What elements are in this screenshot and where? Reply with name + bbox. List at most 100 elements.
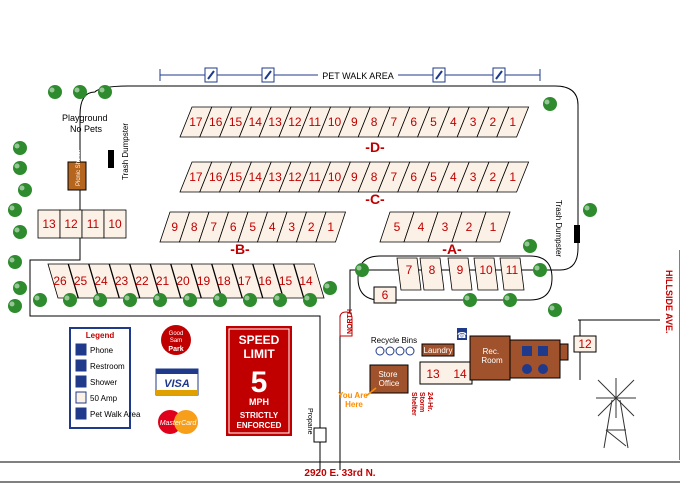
svg-text:4: 4	[450, 115, 457, 129]
site-b-lower-20[interactable]: 20	[170, 263, 202, 299]
site-b-lower-14[interactable]: 14	[293, 263, 325, 299]
tree-icon	[273, 293, 287, 307]
laundry-label: Laundry	[424, 346, 453, 355]
svg-text:11: 11	[308, 170, 321, 184]
svg-text:17: 17	[238, 274, 252, 288]
svg-text:17: 17	[189, 170, 203, 184]
restroom-icon	[75, 359, 87, 372]
svg-text:MPH: MPH	[249, 397, 269, 407]
site-c-14[interactable]: 14	[238, 161, 272, 193]
tree-icon	[213, 293, 227, 307]
site-b-lower-18[interactable]: 18	[211, 263, 243, 299]
tree-icon	[13, 225, 27, 239]
site-b-lower-19[interactable]: 19	[190, 263, 223, 299]
site-c-16[interactable]: 16	[199, 161, 233, 193]
svg-text:22: 22	[135, 274, 149, 288]
svg-text:12: 12	[288, 115, 302, 129]
tree-icon	[8, 299, 22, 313]
tree-icon	[583, 203, 597, 217]
svg-text:11: 11	[87, 217, 100, 231]
tree-icon	[123, 293, 137, 307]
svg-text:11: 11	[308, 115, 321, 129]
svg-text:17: 17	[189, 115, 203, 129]
tree-icon	[73, 85, 87, 99]
site-a-lower-9[interactable]: 9	[447, 257, 473, 291]
svg-text:NORTH: NORTH	[347, 309, 354, 334]
svg-text:SPEED: SPEED	[239, 333, 280, 347]
site-b-left-11[interactable]: 11	[81, 209, 105, 239]
site-b-lower-15[interactable]: 15	[272, 263, 305, 299]
svg-text:10: 10	[328, 115, 342, 129]
site-a-lower-8[interactable]: 8	[419, 257, 445, 291]
tree-icon	[33, 293, 47, 307]
tree-icon	[93, 293, 107, 307]
svg-text:5: 5	[249, 220, 256, 234]
site-b-lower-16[interactable]: 16	[252, 263, 284, 299]
site-a-1[interactable]: 1	[475, 211, 511, 243]
site-a-lower-7[interactable]: 7	[396, 257, 422, 291]
site-b-left-13[interactable]: 13	[37, 209, 61, 239]
svg-text:1: 1	[490, 220, 497, 234]
site-13[interactable]: 13	[426, 367, 440, 381]
visa-badge: VISA	[155, 368, 199, 396]
svg-text:5: 5	[394, 220, 401, 234]
playground-label: Playground No Pets	[62, 113, 110, 134]
site-a-lower-11[interactable]: 11	[499, 257, 525, 291]
site-c-1[interactable]: 1	[496, 161, 530, 193]
site-b-left-10[interactable]: 10	[103, 209, 127, 239]
propane-tank	[313, 427, 327, 443]
phone-icon: ☎	[457, 328, 467, 340]
svg-text:19: 19	[197, 274, 211, 288]
storm-shelter-label: 24-Hr.	[426, 392, 433, 412]
mastercard-badge: MasterCard	[158, 410, 198, 434]
site-6[interactable]: 6	[373, 286, 397, 304]
tree-icon	[503, 293, 517, 307]
tree-icon	[323, 281, 337, 295]
pet-walk-icon	[204, 67, 218, 83]
site-b-lower-24[interactable]: 24	[88, 263, 120, 299]
svg-text:Restroom: Restroom	[90, 362, 125, 371]
site-a-lower-10[interactable]: 10	[473, 257, 499, 291]
site-14[interactable]: 14	[453, 367, 467, 381]
svg-text:5: 5	[430, 115, 437, 129]
site-d-16[interactable]: 16	[199, 106, 233, 138]
phone-icon	[75, 343, 87, 356]
tree-icon	[18, 183, 32, 197]
svg-text:3: 3	[470, 115, 477, 129]
site-b-lower-21[interactable]: 21	[149, 263, 182, 299]
site-12[interactable]: 12	[573, 335, 597, 353]
site-b-left-12[interactable]: 12	[59, 209, 83, 239]
site-d-11[interactable]: 11	[298, 106, 332, 138]
svg-text:9: 9	[351, 115, 358, 129]
svg-text:24: 24	[94, 274, 108, 288]
svg-text:9: 9	[457, 263, 464, 277]
svg-text:20: 20	[176, 274, 190, 288]
svg-text:7: 7	[391, 115, 398, 129]
north-arrow: NORTH	[339, 309, 354, 337]
site-b-lower-17[interactable]: 17	[231, 263, 264, 299]
tree-icon	[8, 255, 22, 269]
svg-text:8: 8	[429, 263, 436, 277]
pet-walk-icons	[204, 67, 506, 83]
site-c-13[interactable]: 13	[258, 161, 292, 193]
site-d-1[interactable]: 1	[496, 106, 530, 138]
you-are-here-label: You Are Here	[338, 391, 370, 409]
site-b-lower-25[interactable]: 25	[67, 263, 100, 299]
site-b-lower-26[interactable]: 26	[47, 263, 79, 299]
svg-text:12: 12	[64, 217, 78, 231]
svg-text:6: 6	[410, 115, 417, 129]
site-b-lower-23[interactable]: 23	[108, 263, 141, 299]
picnic-shelter-label: Picnic Shelter	[76, 149, 82, 186]
svg-text:STRICTLY: STRICTLY	[240, 411, 279, 420]
legend-item-shower: Shower	[75, 375, 117, 388]
site-d-17[interactable]: 17	[179, 106, 213, 138]
svg-text:16: 16	[258, 274, 272, 288]
svg-text:23: 23	[115, 274, 129, 288]
pet-walk-icon	[432, 67, 446, 83]
site-b-1[interactable]: 1	[315, 211, 347, 243]
svg-text:10: 10	[328, 170, 342, 184]
